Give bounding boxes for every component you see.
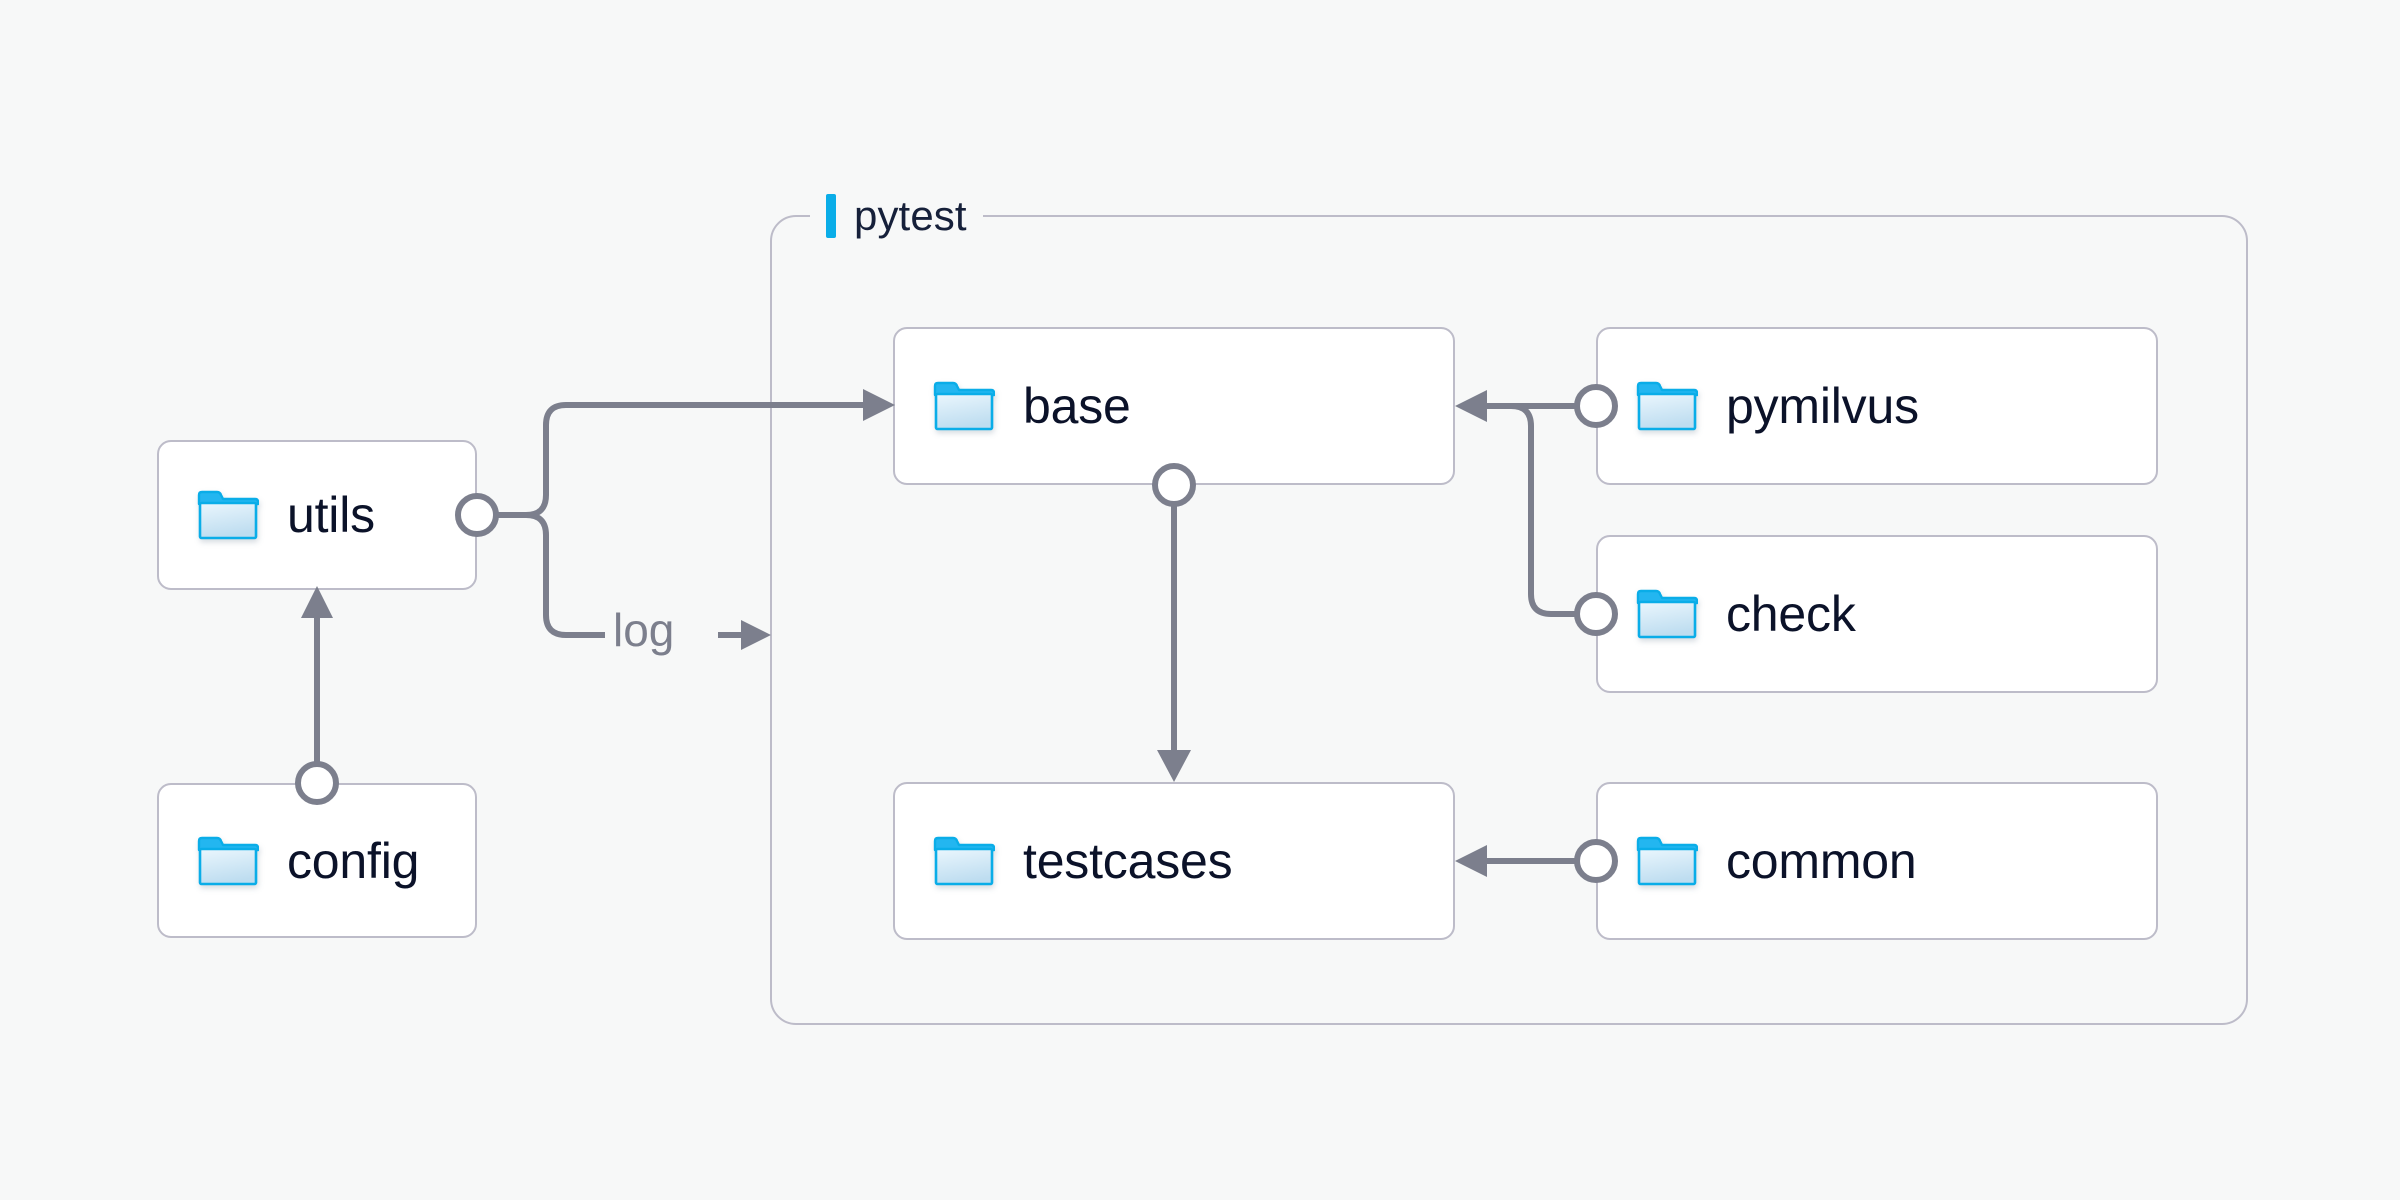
folder-icon	[1636, 381, 1698, 431]
edge-utils-log-arrow	[718, 620, 771, 650]
node-config[interactable]: config	[157, 783, 477, 938]
node-label-testcases: testcases	[1023, 833, 1233, 889]
edge-label-log: log	[605, 603, 683, 657]
group-accent-bar	[826, 194, 836, 238]
node-common[interactable]: common	[1596, 782, 2158, 940]
group-title-text: pytest	[854, 192, 967, 239]
node-testcases[interactable]: testcases	[893, 782, 1455, 940]
node-label-pymilvus: pymilvus	[1726, 378, 1919, 434]
node-label-config: config	[287, 832, 420, 889]
folder-icon	[197, 490, 259, 540]
node-pymilvus[interactable]: pymilvus	[1596, 327, 2158, 485]
node-utils[interactable]: utils	[157, 440, 477, 590]
node-label-common: common	[1726, 833, 1917, 889]
edge-config-utils	[295, 586, 339, 805]
node-label-utils: utils	[287, 487, 375, 543]
node-label-check: check	[1726, 586, 1856, 642]
node-label-base: base	[1023, 378, 1131, 434]
folder-icon	[197, 836, 259, 886]
folder-icon	[1636, 836, 1698, 886]
folder-icon	[1636, 589, 1698, 639]
node-check[interactable]: check	[1596, 535, 2158, 693]
node-base[interactable]: base	[893, 327, 1455, 485]
group-label-pytest: pytest	[810, 190, 983, 242]
group-container-pytest	[770, 215, 2248, 1025]
folder-icon	[933, 836, 995, 886]
folder-icon	[933, 381, 995, 431]
